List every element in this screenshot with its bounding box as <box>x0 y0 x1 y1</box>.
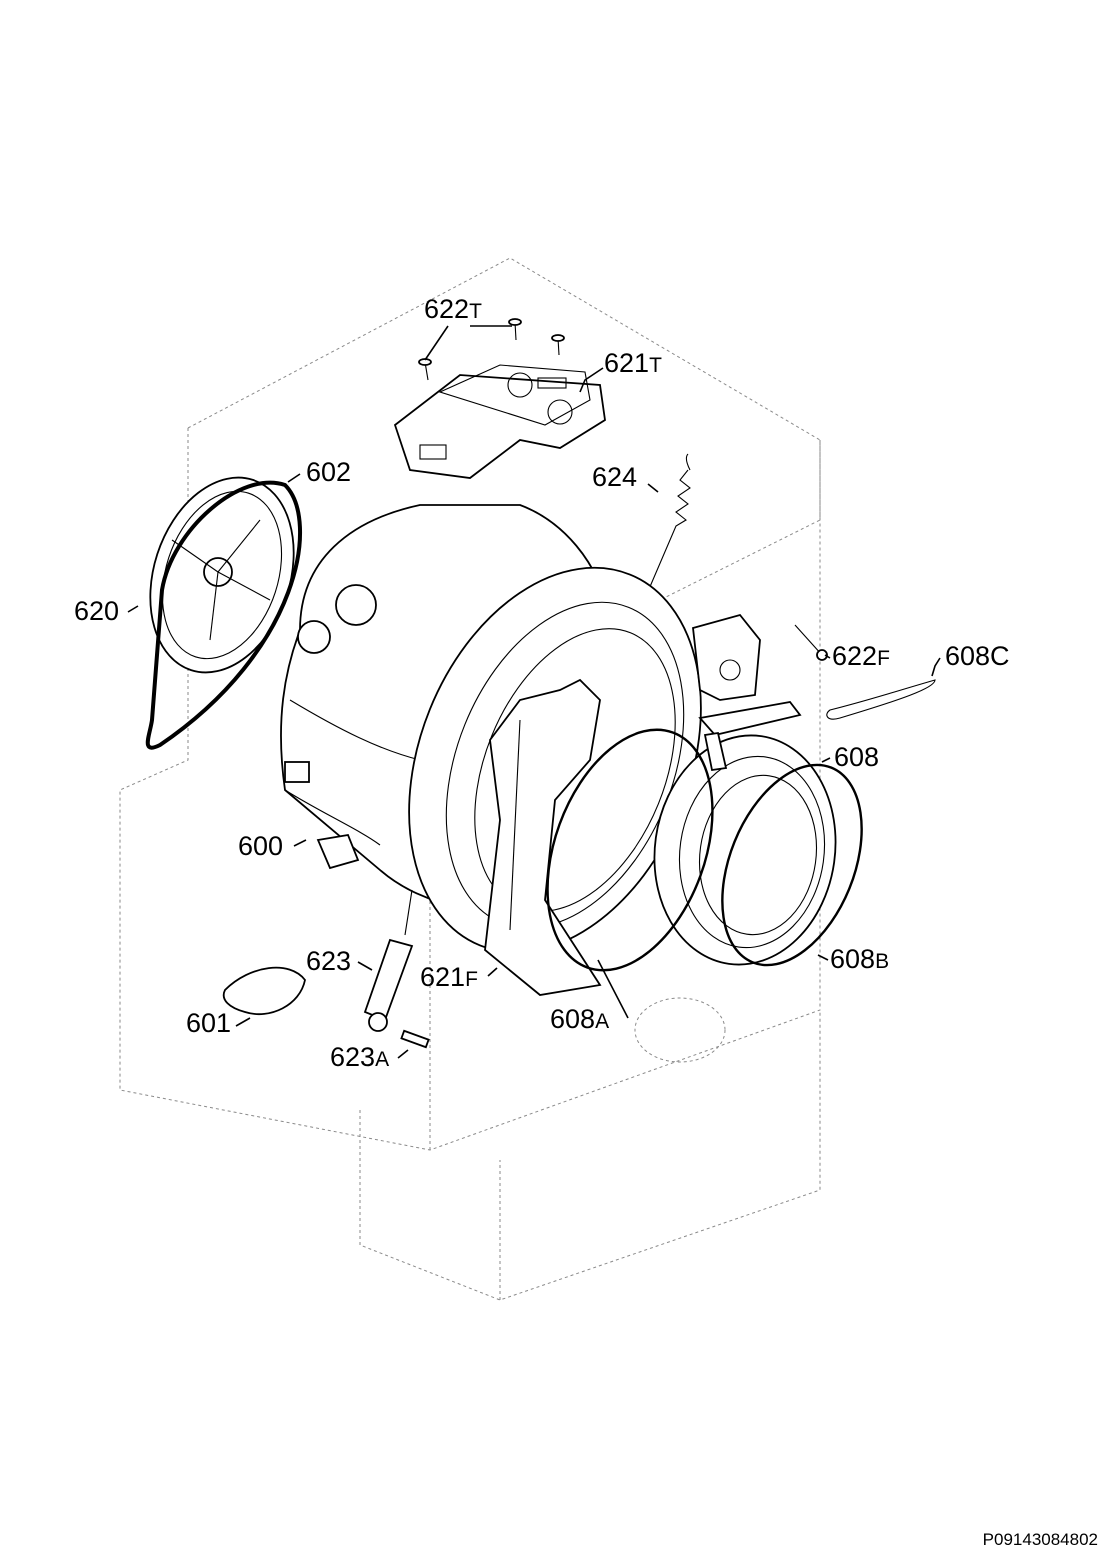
callout-602: 602 <box>306 457 351 487</box>
callout-622T: 622T <box>424 294 482 324</box>
callout-622F: 622F <box>832 641 890 671</box>
clamp-ring-outer <box>721 763 863 967</box>
counterweight-front <box>484 678 602 996</box>
bracket-right <box>692 613 761 701</box>
drive-belt <box>145 480 303 750</box>
door-seal <box>653 701 837 966</box>
callout-labels: 622T 621T 602 624 620 622F 608C 608 600 … <box>74 294 1010 1072</box>
cabinet-outline <box>119 257 821 1301</box>
tension-wire <box>826 679 936 720</box>
foot <box>222 966 306 1016</box>
callout-623A: 623A <box>330 1042 389 1072</box>
callout-621T: 621T <box>604 348 662 378</box>
callout-601: 601 <box>186 1008 231 1038</box>
callout-608C: 608C <box>945 641 1010 671</box>
detergent-housing-top <box>393 364 606 479</box>
leader-lines <box>127 325 941 1059</box>
screws-top <box>418 318 565 381</box>
callout-620: 620 <box>74 596 119 626</box>
callout-623: 623 <box>306 946 351 976</box>
pin <box>400 1029 430 1049</box>
document-code: P09143084802 <box>982 1530 1098 1549</box>
clamp-ring-inner <box>546 728 714 972</box>
callout-608B: 608B <box>830 944 889 974</box>
shock-absorber <box>363 889 414 1032</box>
callout-608: 608 <box>834 742 879 772</box>
spring <box>644 453 691 603</box>
callout-608A: 608A <box>550 1004 609 1034</box>
callout-600: 600 <box>238 831 283 861</box>
pulley <box>149 476 295 674</box>
callout-621F: 621F <box>420 962 478 992</box>
bolt-622F <box>794 624 828 661</box>
callout-624: 624 <box>592 462 637 492</box>
